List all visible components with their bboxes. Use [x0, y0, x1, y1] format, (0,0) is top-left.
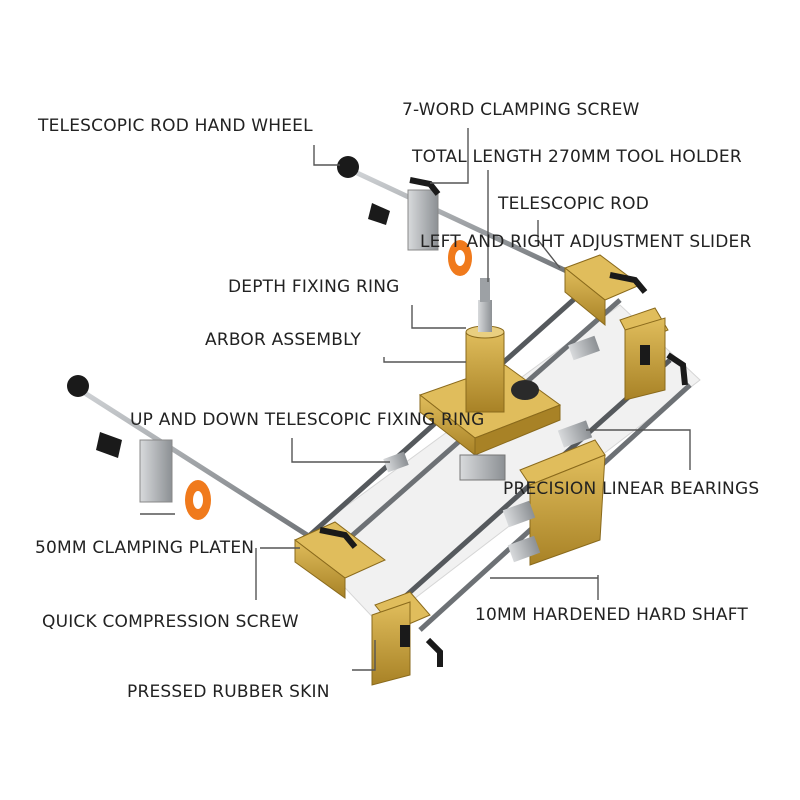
label-7-word-clamping-screw: 7-WORD CLAMPING SCREW	[402, 100, 640, 120]
label-precision-linear-bearings: PRECISION LINEAR BEARINGS	[503, 479, 760, 499]
label-tool-holder: TOTAL LENGTH 270MM TOOL HOLDER	[412, 147, 742, 167]
label-depth-fixing-ring: DEPTH FIXING RING	[228, 277, 400, 297]
front-slider-block	[294, 521, 443, 686]
leader-lines	[140, 128, 691, 671]
label-clamping-platen: 50MM CLAMPING PLATEN	[35, 538, 255, 558]
linear-bearing-block	[383, 335, 606, 566]
label-up-down-fixing-ring: UP AND DOWN TELESCOPIC FIXING RING	[130, 410, 485, 430]
label-quick-compression-screw: QUICK COMPRESSION SCREW	[42, 612, 299, 632]
label-pressed-rubber-skin: PRESSED RUBBER SKIN	[127, 682, 330, 702]
top-clamp	[337, 156, 472, 276]
label-hardened-hard-shaft: 10MM HARDENED HARD SHAFT	[475, 605, 748, 625]
bottom-clamp	[67, 375, 211, 520]
center-carriage	[418, 278, 562, 481]
label-adjustment-slider: LEFT AND RIGHT ADJUSTMENT SLIDER	[420, 232, 752, 252]
label-telescopic-rod: TELESCOPIC ROD	[498, 194, 650, 214]
label-arbor-assembly: ARBOR ASSEMBLY	[205, 330, 362, 350]
label-telescopic-rod-hand-wheel: TELESCOPIC ROD HAND WHEEL	[38, 116, 313, 136]
back-slider-block	[563, 254, 688, 401]
